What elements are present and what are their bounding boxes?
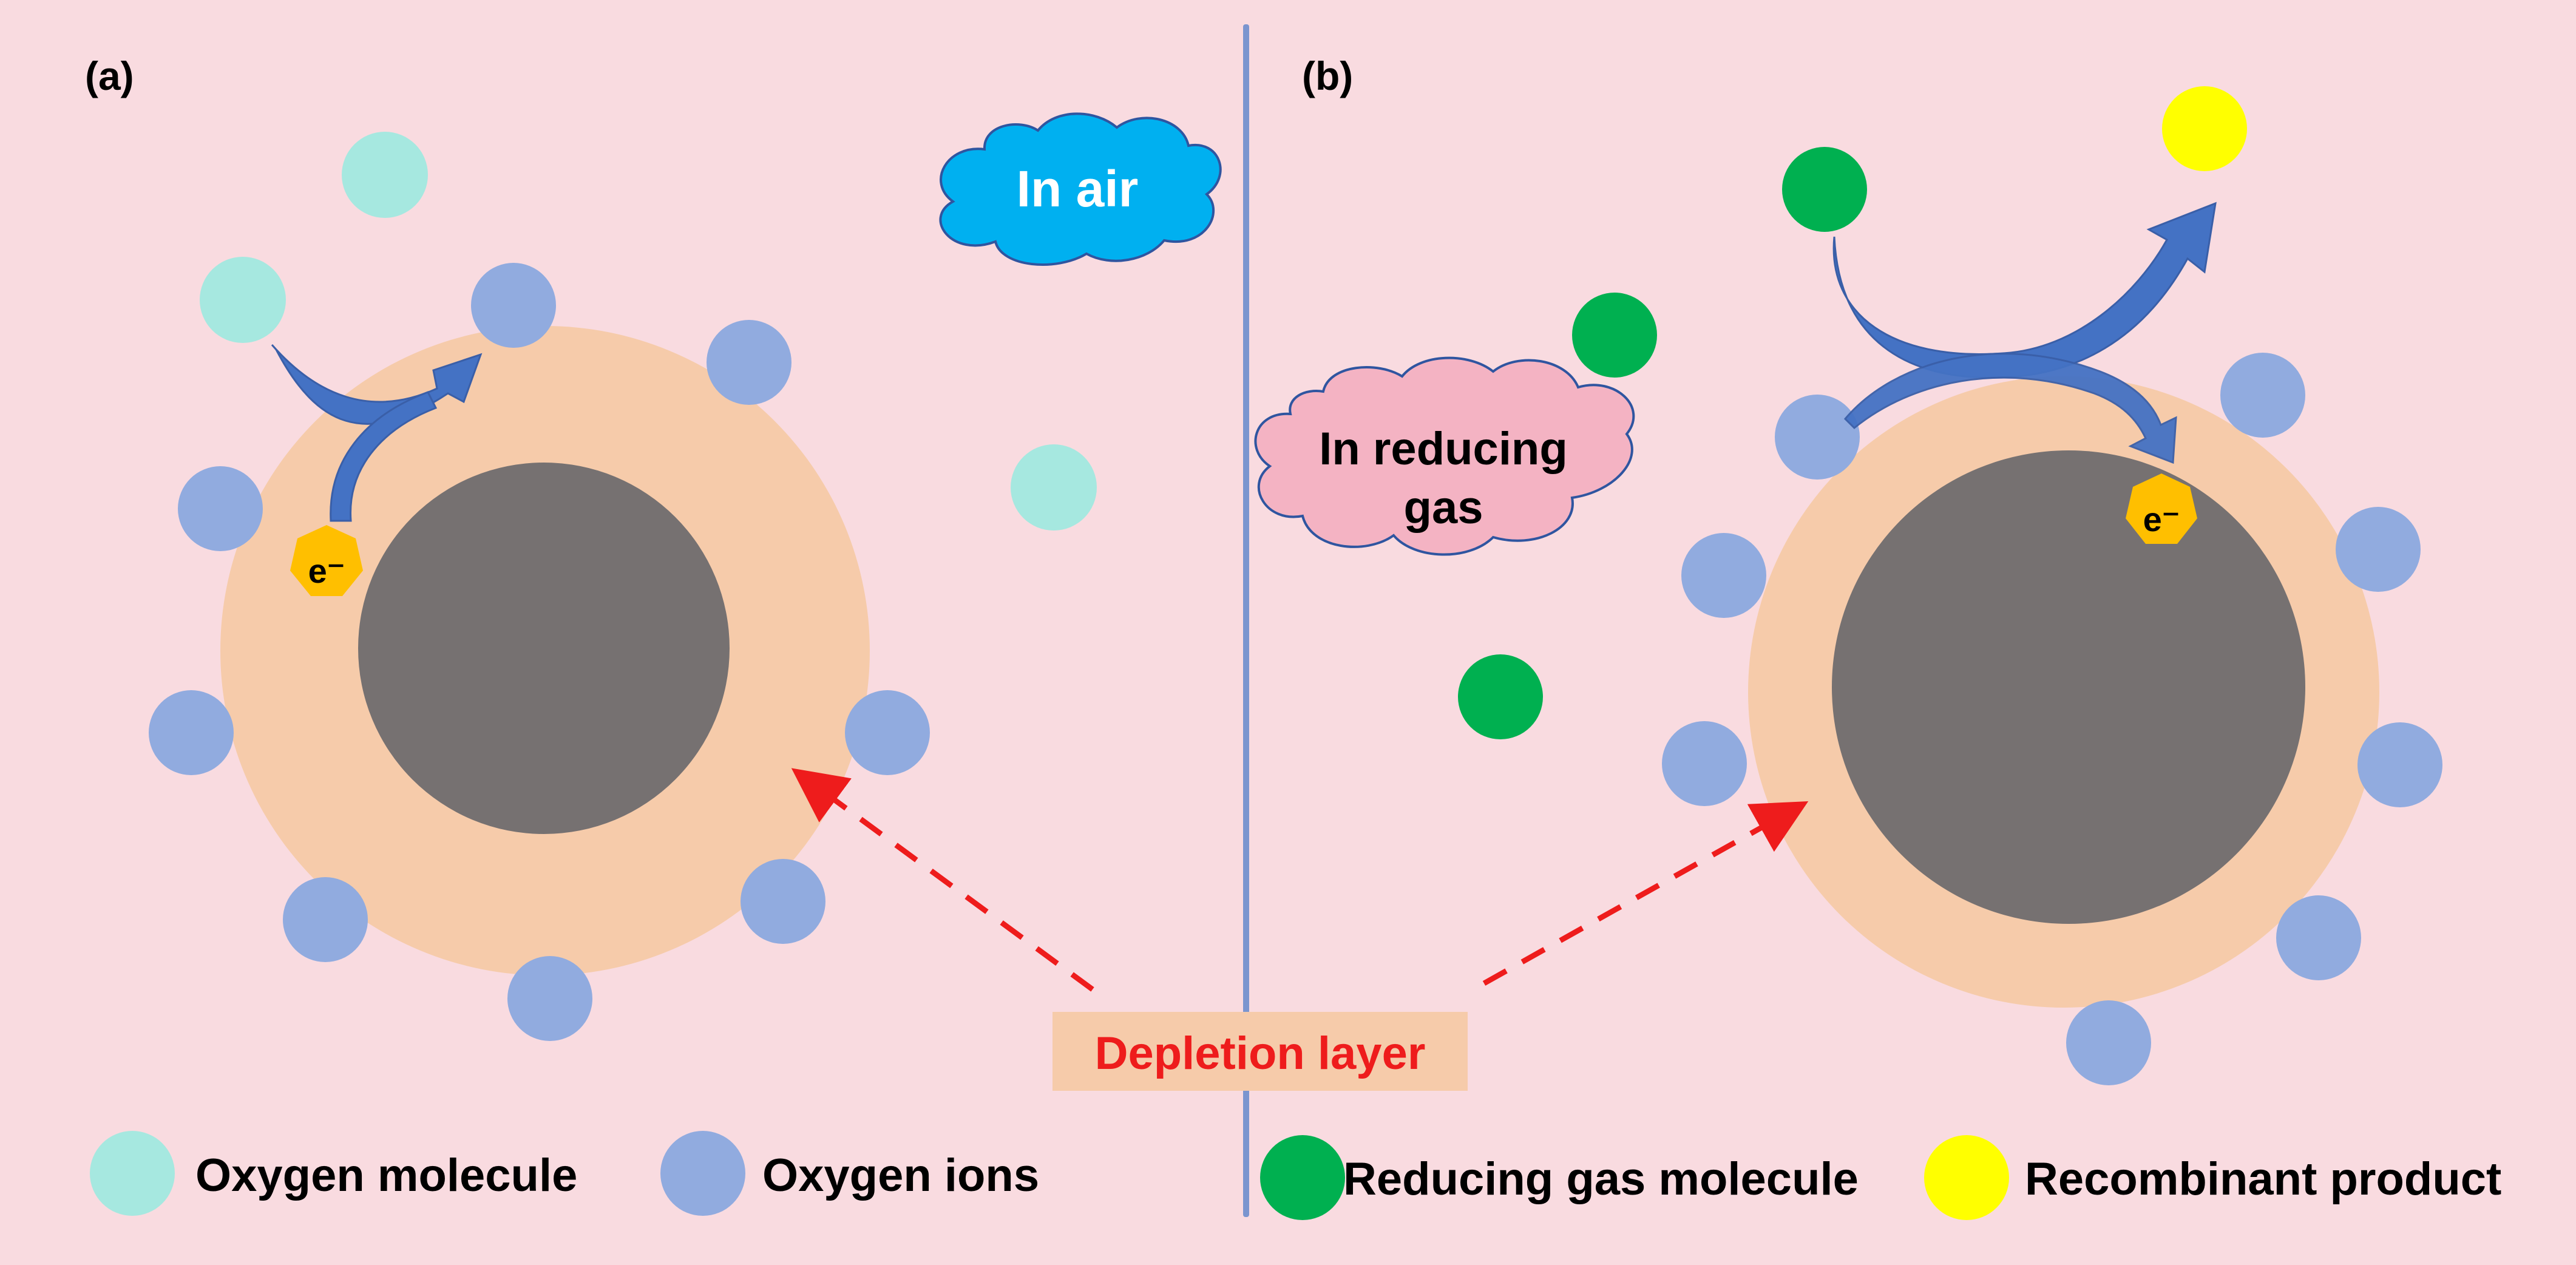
oxygen-ion — [507, 956, 592, 1041]
pointer-arrow-a — [791, 768, 1094, 992]
core-a — [358, 463, 730, 834]
reducing-gas-molecule — [1572, 293, 1657, 378]
reducing-cloud-label-line1: In reducing — [1319, 423, 1568, 475]
legend-label-oxygen-molecule: Oxygen molecule — [195, 1150, 577, 1201]
legend-swatch-reducing-gas — [1260, 1135, 1345, 1220]
cloud-icon — [939, 112, 1222, 266]
oxygen-ion — [471, 263, 556, 348]
reducing-gas-molecule — [1782, 147, 1867, 232]
oxygen-ion — [2357, 722, 2442, 807]
legend-label-recombinant: Recombinant product — [2025, 1153, 2501, 1205]
oxygen-molecule — [1011, 444, 1097, 531]
curved-arrow-icon — [1843, 353, 2177, 464]
legend-label-reducing-gas: Reducing gas molecule — [1343, 1153, 1859, 1205]
legend-swatch-recombinant — [1924, 1135, 2009, 1220]
panel-a: (a) e⁻ In air — [85, 53, 1222, 1041]
heptagon-icon — [290, 525, 363, 596]
oxygen-ion — [2220, 353, 2305, 438]
oxygen-ion — [1775, 395, 1860, 480]
oxygen-molecule — [342, 132, 428, 218]
reducing-cloud-label-line2: gas — [1404, 482, 1483, 534]
reducing-gas-molecule — [1458, 654, 1543, 739]
legend-swatch-oxygen-molecule — [90, 1131, 175, 1216]
oxygen-molecule — [200, 257, 286, 343]
oxygen-ion — [845, 690, 930, 775]
core-b — [1832, 450, 2305, 924]
panel-a-label: (a) — [85, 53, 134, 98]
panel-b: (b) e⁻ In reducing gas — [1254, 53, 2442, 1085]
air-cloud-label: In air — [1017, 160, 1139, 217]
pointer-arrow-b — [1482, 801, 1809, 986]
recombinant-product — [2162, 86, 2247, 171]
oxygen-ion — [2066, 1000, 2151, 1085]
oxygen-ion — [707, 320, 791, 405]
legend-swatch-oxygen-ions — [660, 1131, 745, 1216]
oxygen-ion — [2276, 895, 2361, 980]
oxygen-ion — [149, 690, 234, 775]
heptagon-icon — [2126, 473, 2197, 544]
oxygen-ion — [741, 859, 825, 944]
curved-arrow-icon — [1832, 202, 2217, 379]
legend: Oxygen molecule Oxygen ions Reducing gas… — [90, 1131, 2501, 1220]
electron-label-b: e⁻ — [2143, 500, 2180, 538]
oxygen-ion — [178, 466, 263, 551]
panel-divider — [1243, 24, 1249, 1217]
oxygen-ion — [1662, 721, 1747, 806]
depletion-label-box — [1052, 1012, 1468, 1091]
depletion-callout: Depletion layer — [791, 768, 1809, 1091]
panel-b-label: (b) — [1302, 53, 1353, 98]
depletion-label: Depletion layer — [1095, 1028, 1426, 1079]
legend-label-oxygen-ions: Oxygen ions — [762, 1150, 1039, 1201]
curved-arrow-icon — [330, 391, 438, 522]
oxygen-ion — [283, 877, 368, 962]
oxygen-ion — [2336, 507, 2421, 592]
cloud-icon — [1254, 356, 1635, 556]
electron-label-a: e⁻ — [308, 552, 345, 590]
oxygen-ion — [1681, 533, 1766, 618]
